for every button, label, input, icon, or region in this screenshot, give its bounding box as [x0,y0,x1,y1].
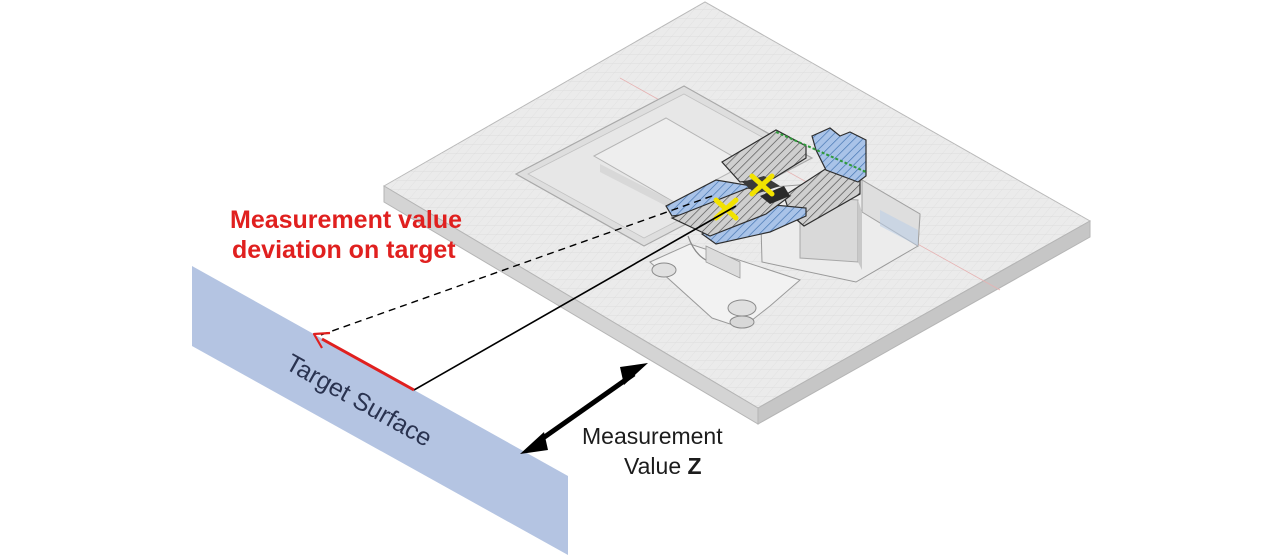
measurement-value-line1: Measurement [582,423,723,449]
plate-right-edge [757,220,1091,425]
section-hatch-gray-upper [721,129,807,183]
deviation-label-line2: deviation on target [232,236,456,264]
deviation-label-line1: Measurement value [230,206,462,234]
x-marker-icon [749,173,775,197]
mount-hole-right [727,299,757,317]
mount-hole-left [651,262,677,278]
measurement-beam-solid [413,205,737,391]
deviation-arrow [312,331,415,392]
double-headed-arrow-icon [520,363,648,454]
deviated-beam-dashed [317,195,713,337]
sensor-module [649,127,921,329]
module-base [649,243,801,329]
measurement-value-variable: Z [688,453,702,479]
target-surface-plane [192,266,568,555]
recess-pocket [514,85,814,247]
green-cut-line [775,131,867,173]
measurement-value-line2: Value Z [624,453,702,479]
measurement-value-prefix: Value [624,453,688,479]
section-hatch-blue-right [811,127,867,183]
